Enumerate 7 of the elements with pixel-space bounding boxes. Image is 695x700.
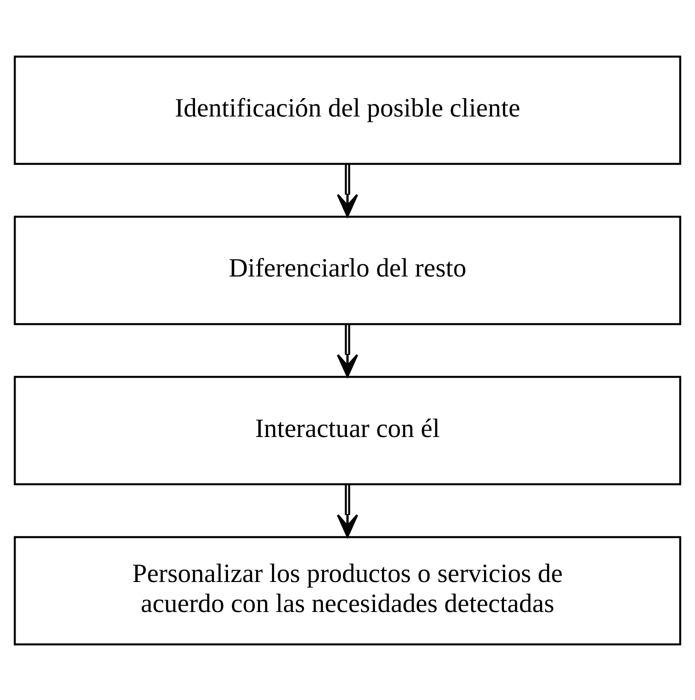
arrow [336, 164, 358, 217]
node-box: Personalizar los productos o servicios de acuerdo con las necesidades detectadas [14, 536, 682, 645]
node-box: Identificación del posible cliente [14, 55, 682, 164]
arrow [336, 484, 358, 538]
arrow [336, 324, 358, 377]
node-box: Diferenciarlo del resto [14, 215, 682, 325]
node-box: Interactuar con él [14, 375, 682, 485]
